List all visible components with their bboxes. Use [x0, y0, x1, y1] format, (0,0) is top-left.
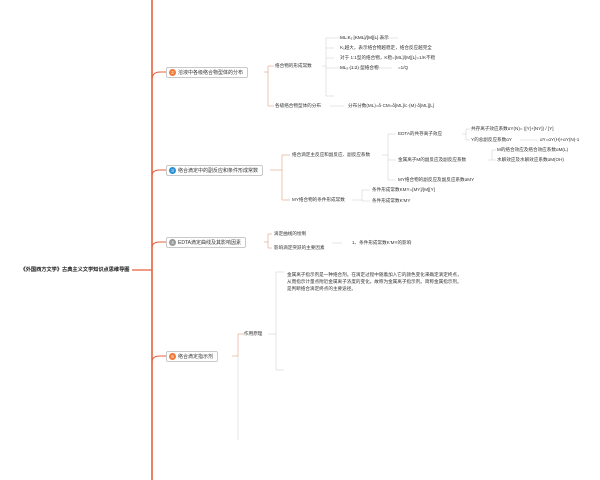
topic-formation-constant[interactable]: 络合物的形成常数 [275, 63, 312, 68]
leaf-text: 共存离子效应系数αY(N)= ([Y]+[NY]) / [Y] [471, 126, 554, 131]
topic-jump-factors[interactable]: 影响滴定突跃的主要因素 [274, 245, 325, 250]
number-badge-5: 5 [169, 353, 176, 360]
number-badge-2: 2 [169, 69, 176, 76]
branch-connector-5 [151, 355, 166, 363]
branch-4-label: EDTA滴定曲线及其影响因素 [178, 240, 241, 246]
leaf-text: K₁越大，表示络合物越稳定，络合反应越完全 [340, 45, 432, 50]
leaf-text: ML₂ (1:2) 型络合物 [340, 65, 379, 70]
topic-side-reactions[interactable]: 络合滴定主反应和副反应、副反应系数 [292, 152, 371, 157]
branch-2-label: 溶液中各级络合物型体的分布 [178, 70, 244, 76]
topic-curve-plotting[interactable]: 滴定曲线的绘制 [274, 231, 307, 236]
branch-4[interactable]: 4 EDTA滴定曲线及其影响因素 [166, 237, 246, 248]
leaf-text: 水解效应及水解效应系数αM(OH) [497, 157, 564, 162]
topic-species-distribution[interactable]: 各级络合物型体的分布 [275, 103, 321, 108]
branch-connector-3 [151, 169, 166, 177]
branch-5[interactable]: 5 络合滴定指示剂 [166, 351, 219, 362]
leaf-text: 条件形成常数KMY=[MY]/[M][Y] [372, 187, 435, 192]
number-badge-3: 3 [169, 167, 176, 174]
leaf-text: 分布分数(ML)=δ·CM=δ[ML]/c·(M)·δ[ML][L] [348, 103, 435, 108]
leaf-text: 金属离子M的副反应及副反应系数 [398, 157, 467, 162]
branch-5-label: 络合滴定指示剂 [178, 354, 214, 360]
number-badge-4: 4 [169, 239, 176, 246]
leaf-text: 对于 1:1型的络合物，K稳=[ML]/[M][L]=1/K不稳 [340, 55, 436, 60]
root-topic[interactable]: 《外国西方文学》古典主义文学知识点思维导图 [20, 267, 130, 273]
branch-3-label: 络合滴定中的副反应和条件形成常数 [178, 168, 259, 174]
branch-3[interactable]: 3 络合滴定中的副反应和条件形成常数 [166, 165, 264, 176]
leaf-text: M的络合效应及络合效应系数αM(L) [497, 147, 569, 152]
branch-connector-2 [151, 71, 166, 81]
topic-conditional-constant[interactable]: MY络合物的条件形成常数 [292, 197, 345, 202]
branch-connector-4 [151, 241, 166, 249]
leaf-text: 1、条件形成常数K'MY的影响 [352, 240, 412, 245]
leaf-text: MY络合物的副反应及副反应系数αMY [398, 177, 475, 182]
leaf-text: ML:K₁ [KML]/[M][L] 表示 [340, 35, 389, 40]
topic-principle[interactable]: 作用原理 [244, 331, 263, 336]
leaf-text: αY=αY(H)+αY(N)-1 [540, 137, 580, 142]
leaf-paragraph: 金属离子指示剂是一种络合剂。在滴定过程中随着加入它的颜色变化来确定滴定终点，从而… [287, 272, 462, 291]
branch-2[interactable]: 2 溶液中各级络合物型体的分布 [166, 67, 249, 78]
leaf-text: Y的总副反应系数αY [471, 137, 512, 142]
leaf-text: =1/Q [398, 65, 409, 70]
leaf-text: EDTA的共存离子效应 [398, 131, 443, 136]
leaf-text: 条件形成常数K'MY [372, 198, 411, 203]
